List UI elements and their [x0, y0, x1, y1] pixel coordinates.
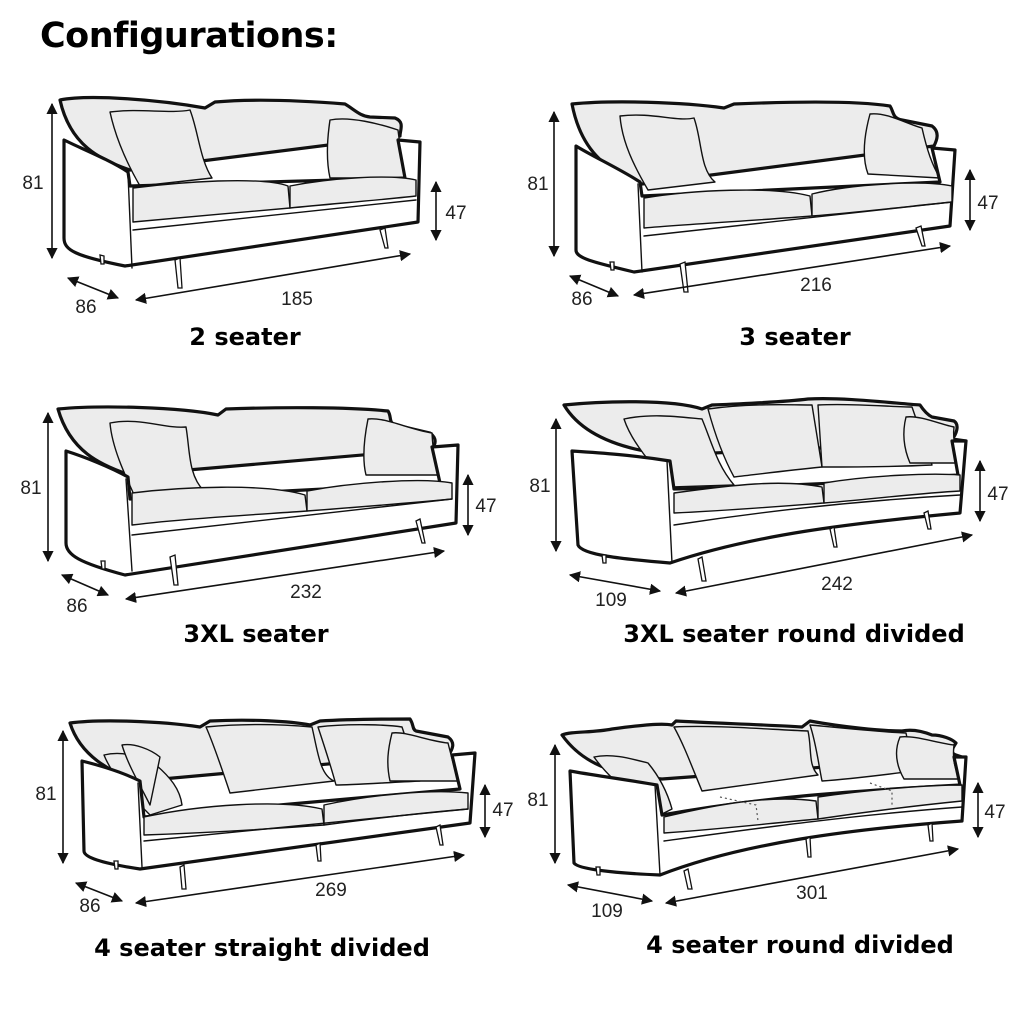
sofa-drawing-2-seater — [46, 95, 442, 304]
depth-dimension: 86 — [66, 596, 88, 617]
config-3xl-seater: 81 47 86 232 3XL seater — [0, 395, 512, 665]
width-dimension: 216 — [800, 275, 832, 296]
config-3-seater: 81 47 86 216 3 seater — [512, 90, 1024, 370]
config-3xl-seater-round-divided: 81 47 109 242 3XL seater round divided — [512, 395, 1024, 665]
seat-height-dimension: 47 — [475, 496, 497, 517]
depth-dimension: 86 — [79, 896, 101, 917]
sofa-drawing-4-seater-straight-divided — [57, 717, 491, 908]
seat-height-dimension: 47 — [987, 484, 1009, 505]
width-dimension: 269 — [315, 880, 347, 901]
width-dimension: 232 — [290, 582, 322, 603]
sofa-drawing-4-seater-round-divided — [549, 719, 984, 907]
sofa-drawing-3xl-seater — [42, 405, 474, 604]
seat-height-dimension: 47 — [984, 802, 1006, 823]
sofa-drawing-3-seater — [548, 100, 976, 299]
config-2-seater: 81 47 86 185 2 seater — [0, 90, 512, 370]
config-label: 2 seater — [189, 323, 301, 351]
depth-dimension: 86 — [571, 289, 593, 310]
config-label: 4 seater straight divided — [94, 934, 430, 962]
height-dimension: 81 — [20, 478, 42, 499]
width-dimension: 185 — [281, 289, 313, 310]
config-label: 3XL seater — [183, 620, 329, 648]
depth-dimension: 86 — [75, 297, 97, 318]
config-label: 3 seater — [739, 323, 851, 351]
config-label: 3XL seater round divided — [623, 620, 965, 648]
seat-height-dimension: 47 — [445, 203, 467, 224]
height-dimension: 81 — [527, 790, 549, 811]
seat-height-dimension: 47 — [977, 193, 999, 214]
depth-dimension: 109 — [591, 901, 623, 922]
sofa-drawing-3xl-seater-round-divided — [550, 397, 986, 597]
seat-height-dimension: 47 — [492, 800, 514, 821]
config-4-seater-round-divided: 81 47 109 301 4 seater round divided — [512, 705, 1024, 985]
height-dimension: 81 — [35, 784, 57, 805]
config-4-seater-straight-divided: 81 47 86 269 4 seater straight divided — [0, 705, 514, 985]
page-title: Configurations: — [40, 16, 338, 56]
height-dimension: 81 — [22, 173, 44, 194]
width-dimension: 301 — [796, 883, 828, 904]
height-dimension: 81 — [527, 174, 549, 195]
height-dimension: 81 — [529, 476, 551, 497]
depth-dimension: 109 — [595, 590, 627, 611]
config-label: 4 seater round divided — [646, 931, 954, 959]
width-dimension: 242 — [821, 574, 853, 595]
